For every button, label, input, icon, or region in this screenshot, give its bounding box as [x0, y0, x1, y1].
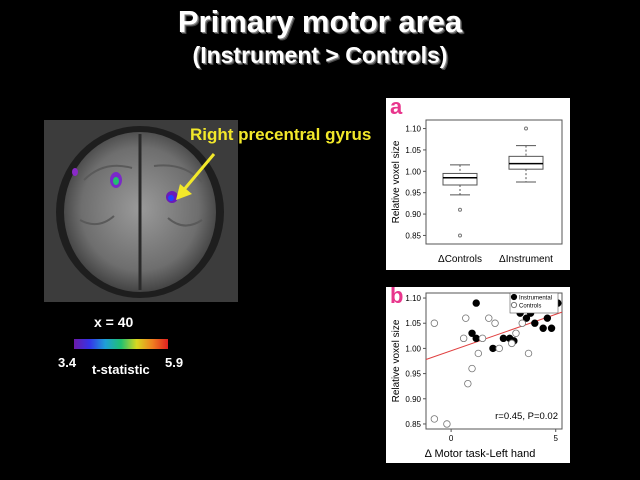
data-point-controls: [430, 319, 439, 327]
data-point-controls: [495, 344, 503, 353]
data-point-controls: [512, 329, 520, 337]
x-tick-label: 0: [449, 434, 454, 443]
category-label: ΔControls: [438, 254, 482, 265]
brain-mri-image: [44, 120, 238, 302]
colorbar: [74, 339, 168, 349]
data-point-instrumental: [547, 324, 556, 332]
data-point-controls: [462, 314, 470, 322]
plot-frame: [425, 292, 563, 430]
outlier-point: [524, 126, 528, 131]
data-point-controls: [518, 319, 526, 327]
data-point-controls: [443, 420, 451, 428]
data-point-instrumental: [472, 299, 480, 307]
category-label: ΔInstrument: [499, 254, 553, 265]
y-tick-label: 1.10: [405, 125, 421, 134]
data-point-instrumental: [543, 314, 552, 322]
arrow-icon: [176, 153, 216, 200]
regression-line: [425, 311, 563, 360]
data-point-instrumental: [468, 329, 476, 337]
y-tick-label: 1.05: [405, 146, 421, 155]
panel-b-scatter: 0.85 0.90 0.95 1.00 1.05 1.10 0 5 Relative voxel…: [386, 283, 570, 463]
slice-label: x = 40: [94, 314, 134, 330]
y-axis-label: Relative voxel size: [391, 319, 402, 402]
y-tick-label: 1.05: [405, 319, 421, 328]
activation-blob-right: [166, 191, 178, 203]
data-point-instrumental: [489, 344, 497, 353]
data-point-controls: [468, 364, 476, 373]
data-point-instrumental: [499, 334, 508, 343]
y-tick-label: 1.10: [405, 294, 421, 303]
correlation-annotation: r=0.45, P=0.02: [495, 411, 558, 422]
box: [508, 155, 544, 170]
data-point-instrumental: [472, 334, 480, 343]
x-tick-label: 5: [553, 434, 558, 443]
legend-marker: [510, 293, 518, 301]
data-point-controls: [491, 319, 499, 327]
data-point-instrumental: [522, 314, 531, 322]
data-point-controls: [478, 334, 487, 343]
legend-box: [509, 292, 559, 314]
y-tick-label: 0.95: [405, 370, 421, 379]
data-point-controls: [464, 379, 472, 388]
y-tick-label: 0.90: [405, 210, 421, 219]
x-axis-label: Δ Motor task-Left hand: [425, 448, 536, 460]
data-point-instrumental: [539, 324, 547, 332]
legend-label: Controls: [519, 304, 541, 310]
y-tick-label: 0.95: [405, 189, 421, 198]
colorbar-max: 5.9: [165, 355, 184, 370]
data-point-controls: [485, 314, 493, 322]
y-tick-label: 0.85: [405, 420, 421, 429]
colorbar-label: t-statistic: [92, 362, 150, 377]
y-tick-label: 1.00: [405, 344, 421, 353]
outlier-point: [458, 233, 462, 238]
y-axis-label: Relative voxel size: [391, 140, 402, 223]
outlier-point: [458, 207, 462, 212]
y-tick-label: 0.85: [405, 231, 421, 240]
panel-b-label: b: [390, 283, 404, 308]
colorbar-min: 3.4: [58, 355, 77, 370]
scatter-svg: 0.85 0.90 0.95 1.00 1.05 1.10 0 5 Relative voxel…: [391, 292, 563, 460]
data-point-controls: [430, 415, 439, 423]
page-title: Primary motor area: [177, 4, 463, 39]
box: [442, 172, 478, 186]
panel-a-label: a: [390, 94, 403, 119]
legend-marker: [510, 301, 518, 309]
data-point-controls: [508, 339, 516, 348]
legend-label: Instrumental: [519, 296, 552, 302]
data-point-controls: [459, 334, 468, 343]
region-callout: Right precentral gyrus: [190, 125, 372, 144]
data-point-controls: [474, 349, 483, 358]
y-tick-label: 0.90: [405, 395, 421, 404]
data-point-instrumental: [531, 319, 539, 327]
plot-frame: [425, 119, 563, 245]
y-tick-label: 1.00: [405, 167, 421, 176]
activation-blob-left: [72, 168, 122, 188]
data-point-controls: [524, 349, 533, 358]
page-subtitle: (Instrument > Controls): [192, 42, 448, 68]
